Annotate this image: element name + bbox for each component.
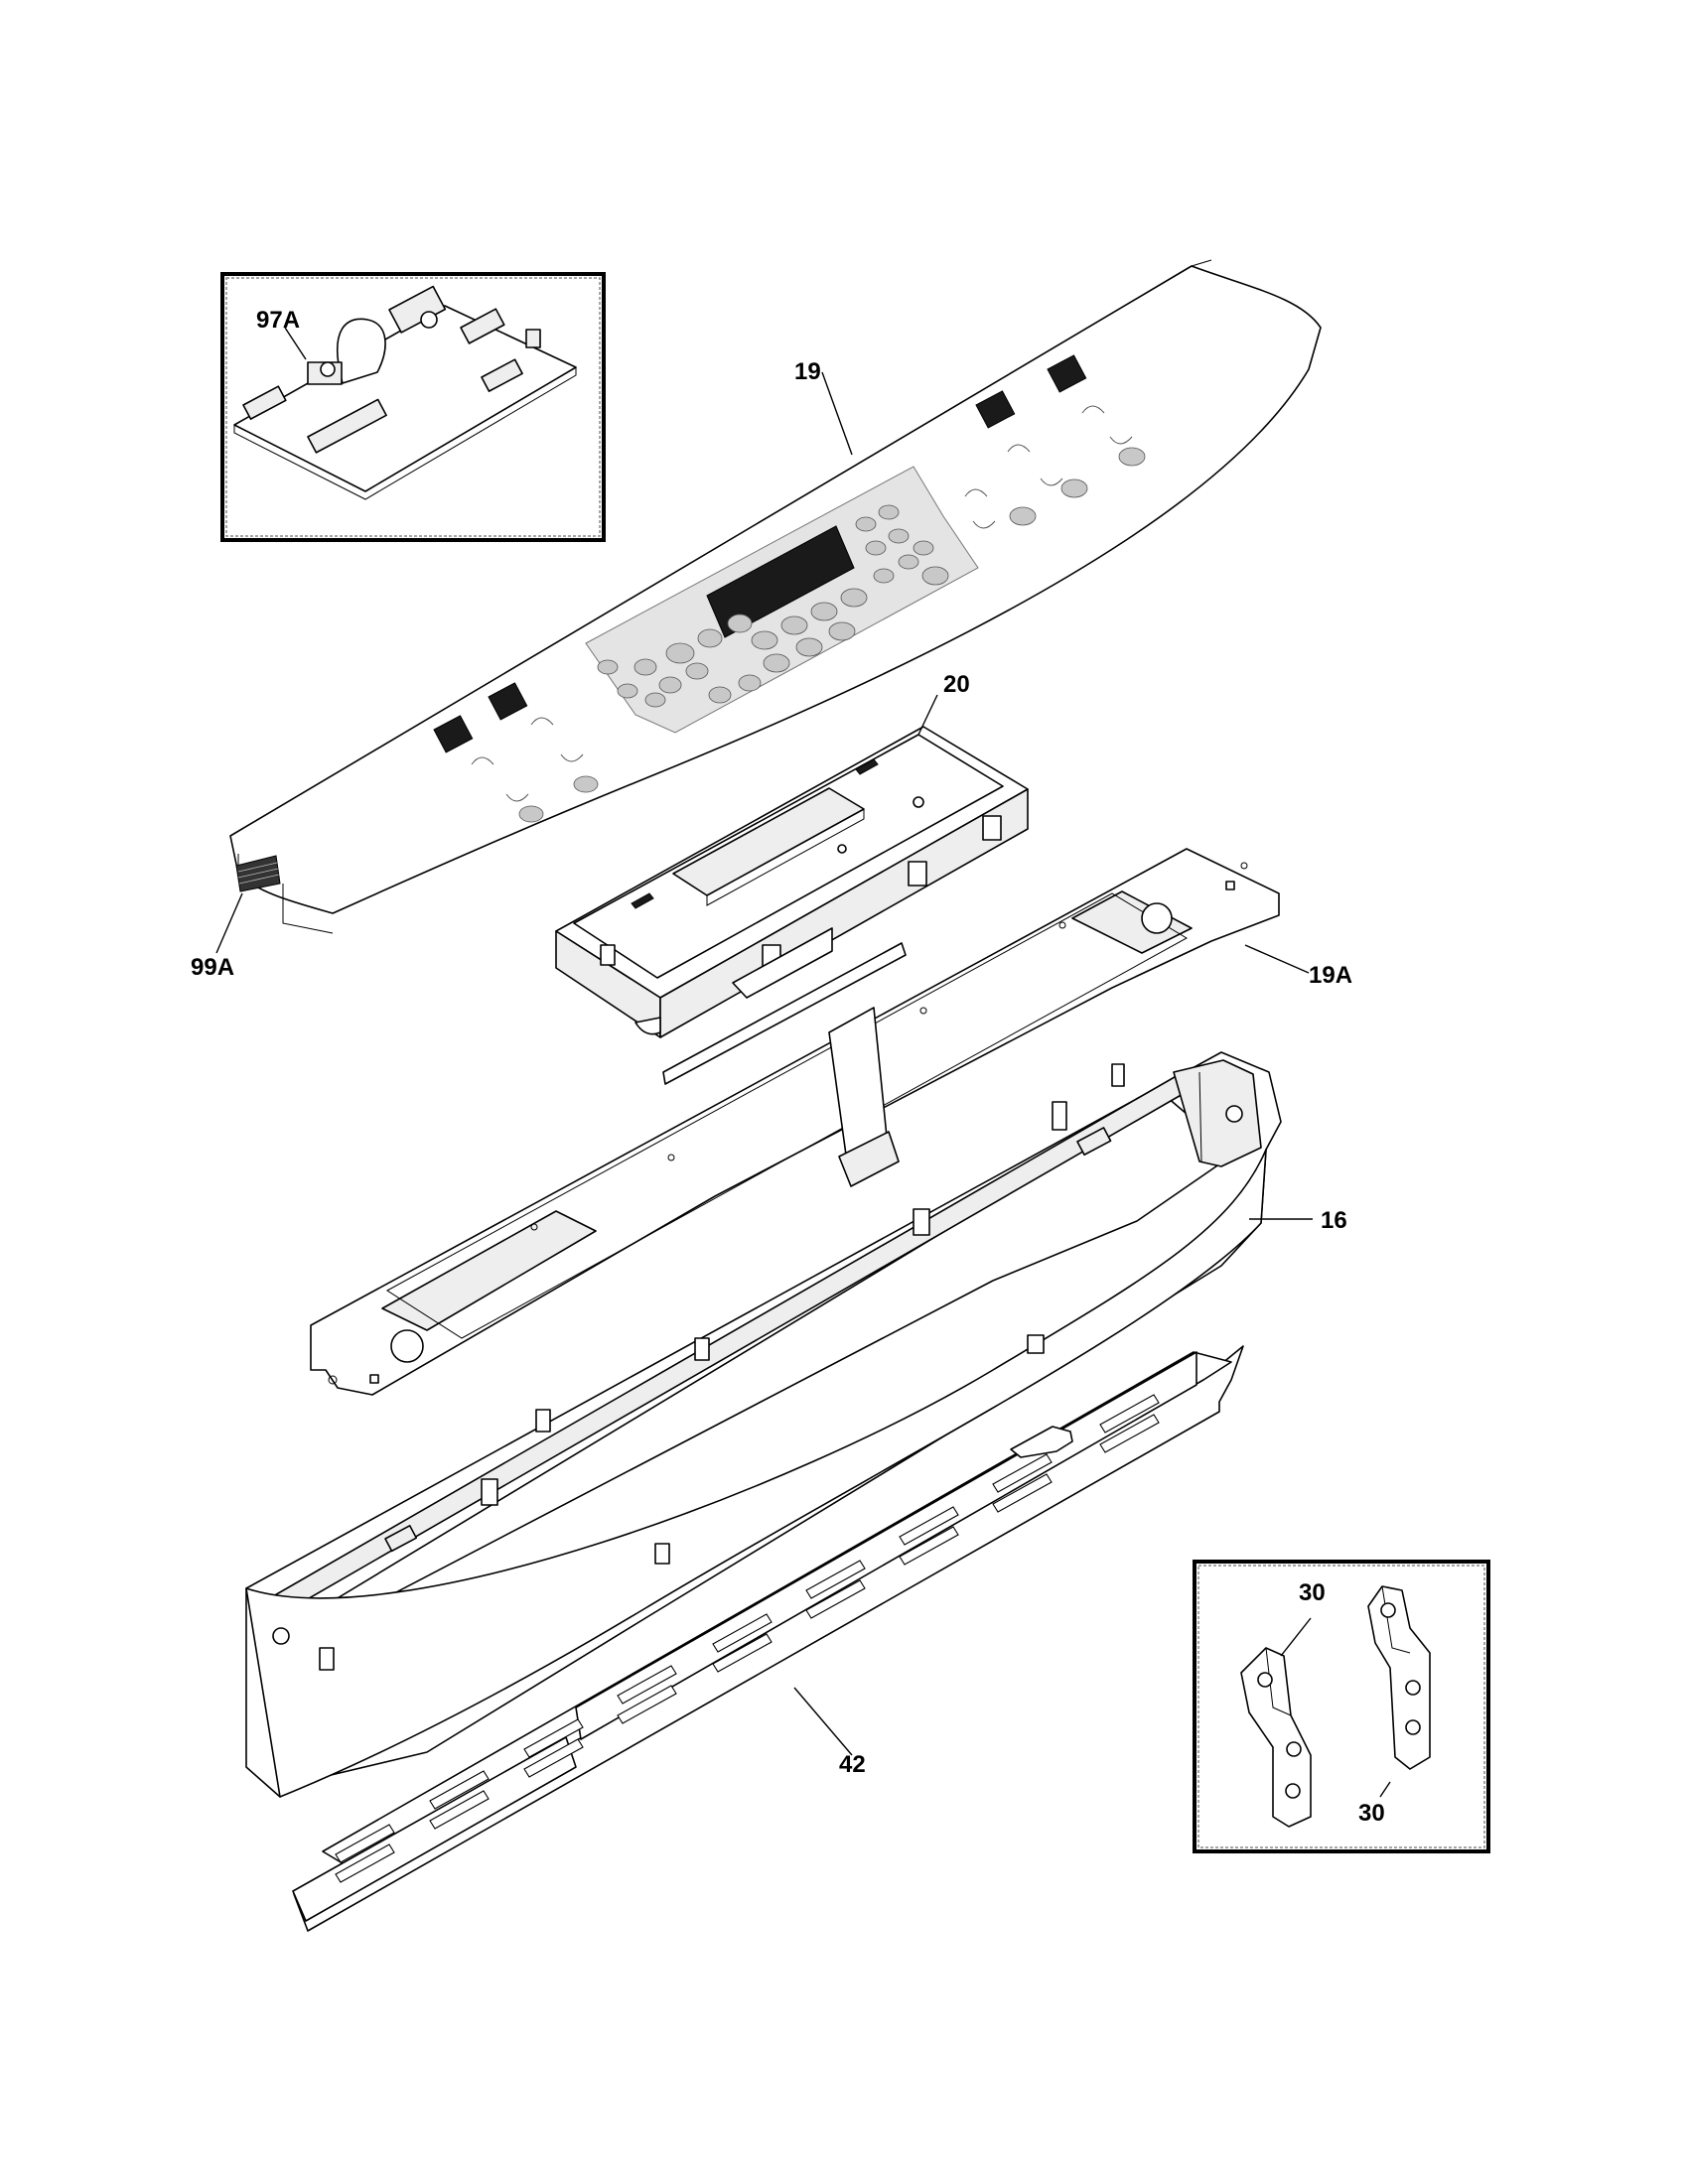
- backer-plate-19a: 19A: [310, 848, 1352, 1396]
- callout-19: 19: [794, 358, 821, 385]
- callout-30-top: 30: [1299, 1579, 1326, 1606]
- burner-display-left-1: [433, 715, 474, 753]
- bracket-30-left: [1240, 1647, 1312, 1828]
- display-window: [706, 525, 855, 638]
- callout-97a: 97A: [256, 307, 300, 334]
- burner-display-left-2: [488, 682, 528, 721]
- burner-display-right-2: [1047, 354, 1087, 393]
- control-panel-19: 19 99A: [191, 259, 1322, 981]
- callout-19a: 19A: [1309, 962, 1352, 989]
- callout-42: 42: [839, 1751, 866, 1778]
- inset-brackets: 30 30: [1193, 1560, 1490, 1853]
- inset-control-board: 97A: [220, 272, 606, 542]
- burner-display-right-1: [975, 390, 1016, 429]
- callout-16: 16: [1321, 1207, 1347, 1234]
- vent-trim-42: 42: [292, 1345, 1244, 1932]
- callout-99a: 99A: [191, 954, 234, 981]
- callout-30-bottom: 30: [1358, 1800, 1385, 1827]
- bracket-30-right: [1367, 1585, 1431, 1770]
- control-housing-16: 16: [245, 1051, 1347, 1798]
- electronic-control-20: 20: [555, 671, 1029, 1038]
- callout-20: 20: [943, 671, 970, 698]
